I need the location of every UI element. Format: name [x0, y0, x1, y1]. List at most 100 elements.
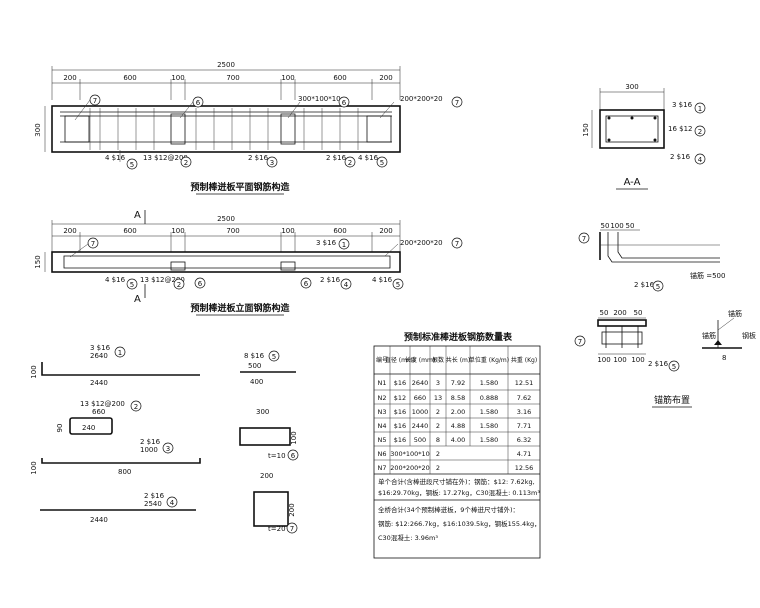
table-header-unit: 单位重 (Kg/m) [469, 356, 509, 364]
n2-length: 660 [92, 408, 105, 416]
elev-seg-6: 600 [333, 227, 346, 235]
anchor-dim3-2: 100 [613, 356, 626, 364]
elev-bottom-6-num: 5 [396, 281, 400, 289]
table-cell: 2440 [412, 422, 429, 430]
table-cell: $16 [394, 422, 406, 430]
elev-bottom-1: 4 $16 [105, 276, 126, 284]
n5-label: 8 $16 [244, 352, 265, 360]
anchor-bar-num: 5 [656, 283, 660, 291]
plan-bottom-2: 13 $12@200 [143, 154, 188, 162]
plan-seg-7: 200 [379, 74, 392, 82]
elev-plate-left [170, 261, 186, 271]
table-cell: 3 [436, 379, 440, 387]
anchor-dim-2: 100 [610, 222, 623, 230]
n2-inner: 240 [82, 424, 95, 432]
elev-bottom-4-num: 6 [304, 280, 309, 288]
elev-outline [51, 251, 401, 273]
table-header-count: 根数 [432, 356, 444, 364]
table-cell: 6.32 [517, 436, 531, 444]
section-mid-bar: 16 $12 [668, 125, 693, 133]
anchor-dim3-3: 100 [631, 356, 644, 364]
anchor-bar2-num: 5 [672, 363, 676, 371]
elevation-view: A A 2500 200 600 100 700 100 600 200 150… [34, 210, 463, 316]
anchor-label-a: 锚筋 [728, 309, 742, 318]
n5-num: 5 [272, 353, 276, 361]
plan-total-dim: 2500 [217, 61, 235, 69]
elev-plate-right [280, 261, 296, 271]
plan-bottom-5: 4 $16 [358, 154, 379, 162]
n2-num: 2 [134, 403, 138, 411]
table-cell: 1.580 [480, 379, 499, 387]
table-cell: N1 [378, 379, 387, 387]
plan-bottom-1: 4 $16 [105, 154, 126, 162]
n7-thickness: t=20 [268, 525, 286, 533]
n3-side: 100 [30, 461, 38, 474]
anchor-dim2-1: 50 [600, 309, 609, 317]
table-cell: 1000 [412, 408, 429, 416]
table-cell: 4.00 [451, 436, 465, 444]
plan-seg-4: 700 [226, 74, 239, 82]
section-width-dim: 300 [625, 83, 638, 91]
plan-bottom-1-num: 5 [130, 161, 134, 169]
elev-section-mark-top: A [134, 210, 141, 221]
table-cell: 13 [434, 394, 442, 402]
anchor-length: 锚筋 =500 [690, 271, 725, 280]
anchor-dim2-2: 200 [613, 309, 626, 317]
elev-callout-7b-text: 200*200*20 [400, 239, 443, 247]
anchor-layout: 50 100 50 7 锚筋 =500 2 $16 5 50 200 50 7 … [574, 222, 756, 408]
n4-num: 4 [170, 499, 175, 507]
table-cell: 300*100*10 [390, 450, 430, 458]
table-note-1b: $16:29.70kg，钢板: 17.27kg，C30混凝土: 0.113m³ [378, 488, 540, 497]
elev-section-mark-bottom: A [134, 294, 141, 305]
anchor-dim3-1: 100 [597, 356, 610, 364]
table-note-2c: C30混凝土: 3.96m³ [378, 533, 438, 542]
anchor-dim-3: 50 [626, 222, 635, 230]
n6-thickness: t=10 [268, 452, 286, 460]
table-cell: 3.16 [517, 408, 531, 416]
n3-length: 1000 [140, 446, 158, 454]
n1-length: 2640 [90, 352, 108, 360]
table-cell: N4 [378, 422, 387, 430]
elev-total-dim: 2500 [217, 215, 235, 223]
n3-label: 2 $16 [140, 438, 161, 446]
plan-callout-7b: 7 [455, 99, 459, 107]
n1-bottom: 2440 [90, 379, 108, 387]
section-top-num: 1 [698, 105, 702, 113]
table-cell: $16 [394, 408, 406, 416]
table-cell: 4.71 [517, 450, 531, 458]
table-cell: 7.71 [517, 422, 531, 430]
elev-bottom-2: 13 $12@200 [140, 276, 185, 284]
table-cell: 7.62 [517, 394, 531, 402]
table-title: 预制标准棒迸板钢筋数量表 [404, 331, 513, 343]
plan-seg-2: 600 [123, 74, 136, 82]
section-top-bar: 3 $16 [672, 101, 693, 109]
n6-top: 300 [256, 408, 269, 416]
plan-seg-3: 100 [171, 74, 184, 82]
rebar-table: 预制标准棒迸板钢筋数量表 编号 直径 (mm) 长度 (mm) 根数 共长 (m… [373, 331, 541, 559]
table-cell: 4.88 [451, 422, 465, 430]
elev-seg-1: 200 [63, 227, 76, 235]
n4-bottom: 2440 [90, 516, 108, 524]
elev-callout-7b: 7 [455, 240, 459, 248]
table-header-weight: 共重 (Kg) [511, 356, 537, 364]
elev-seg-7: 200 [379, 227, 392, 235]
elev-bottom-1-num: 5 [130, 281, 134, 289]
elev-bottom-3-num: 6 [198, 280, 203, 288]
n5-length: 500 [248, 362, 261, 370]
table-header-len: 长度 (mm) [405, 356, 435, 364]
section-bot-bar: 2 $16 [670, 153, 691, 161]
section-title: A-A [624, 177, 641, 188]
table-header-dia: 直径 (mm) [385, 356, 415, 364]
section-bot-num: 4 [698, 156, 703, 164]
plan-end-plate-right [366, 115, 392, 143]
n1-label: 3 $16 [90, 344, 111, 352]
plan-bottom-3-num: 3 [270, 159, 274, 167]
n7-side: 200 [288, 503, 296, 516]
plan-bottom-5-num: 5 [380, 159, 384, 167]
elev-callout-1: 1 [342, 241, 346, 249]
n2-label: 13 $12@200 [80, 400, 125, 408]
table-note-2b: 钢筋: $12:266.7kg，$16:1039.5kg，钢板155.4kg， [378, 519, 541, 528]
plan-callout-6b-text: 300*100*10 [298, 95, 341, 103]
elev-seg-5: 100 [281, 227, 294, 235]
